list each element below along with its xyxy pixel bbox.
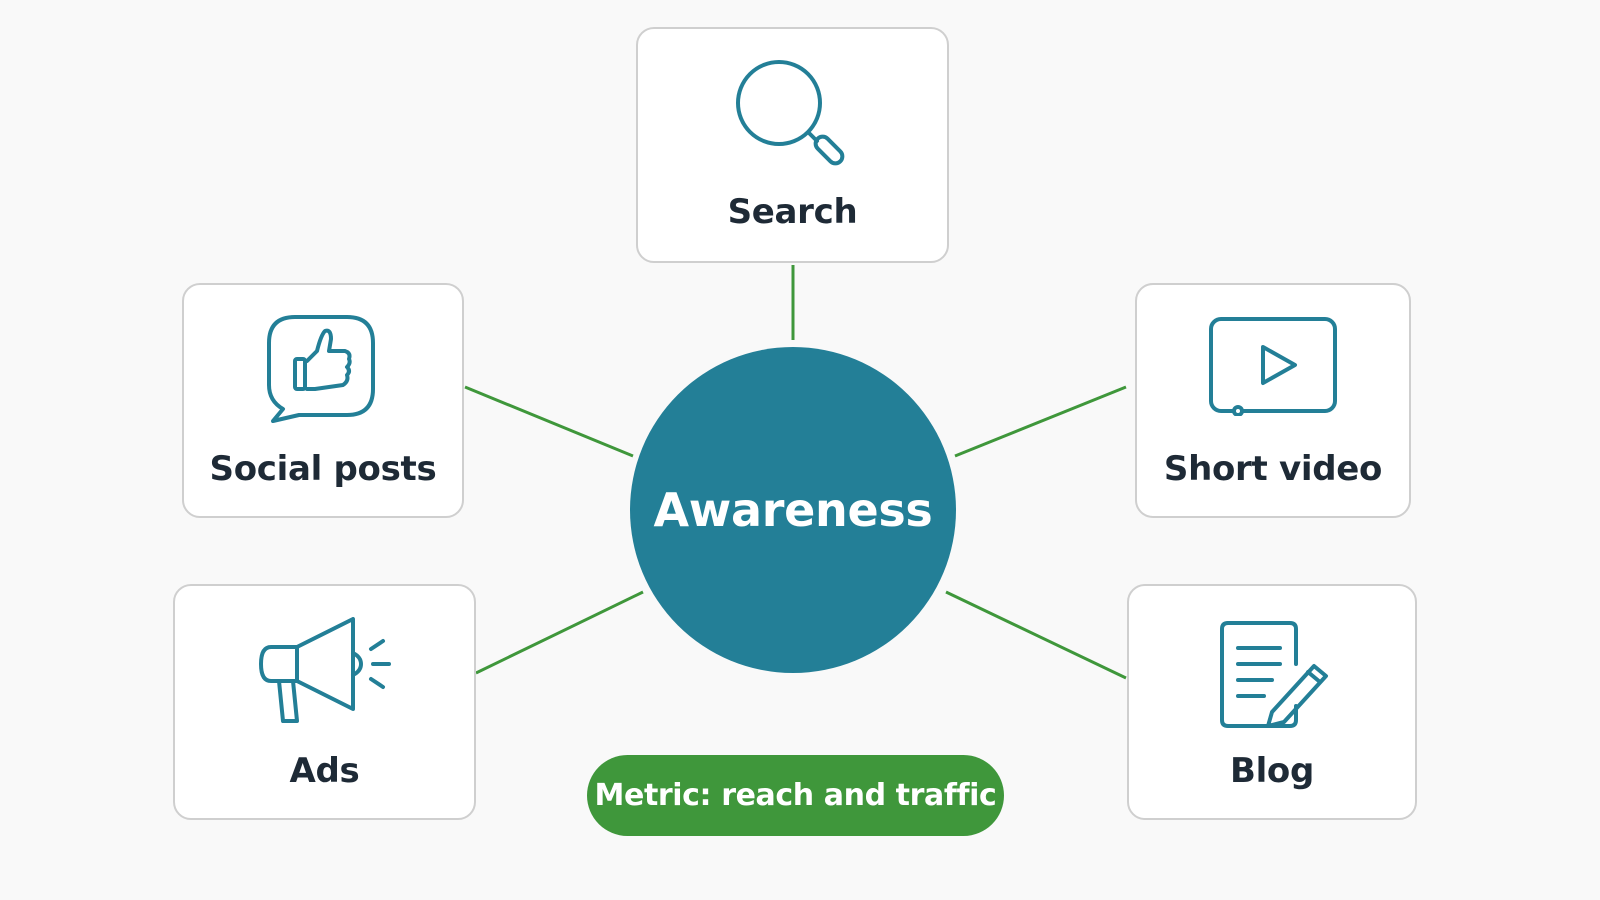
search-icon <box>638 57 947 177</box>
thumbs-up-chat-icon <box>184 315 462 427</box>
channel-label-search: Search <box>727 192 858 232</box>
document-edit-icon <box>1129 620 1415 732</box>
connector-blog <box>945 590 1127 680</box>
metric-badge: Metric: reach and traffic <box>587 755 1004 836</box>
connector-social-posts <box>464 385 634 458</box>
channel-label-social-posts: Social posts <box>209 449 437 489</box>
channel-label-ads: Ads <box>289 751 360 791</box>
connector-ads <box>475 590 644 675</box>
channel-card-blog: Blog <box>1127 584 1417 820</box>
channel-label-blog: Blog <box>1229 751 1315 791</box>
channel-card-social-posts: Social posts <box>182 283 464 518</box>
channel-card-search: Search <box>636 27 949 263</box>
channel-card-short-video: Short video <box>1135 283 1411 518</box>
video-play-icon <box>1137 316 1409 416</box>
hub-label: Awareness <box>653 483 933 537</box>
awareness-hub: Awareness <box>630 347 956 673</box>
connector-short-video <box>954 385 1127 458</box>
metric-label: Metric: reach and traffic <box>594 778 997 813</box>
megaphone-icon <box>175 617 474 727</box>
channel-label-short-video: Short video <box>1163 449 1383 489</box>
channel-card-ads: Ads <box>173 584 476 820</box>
